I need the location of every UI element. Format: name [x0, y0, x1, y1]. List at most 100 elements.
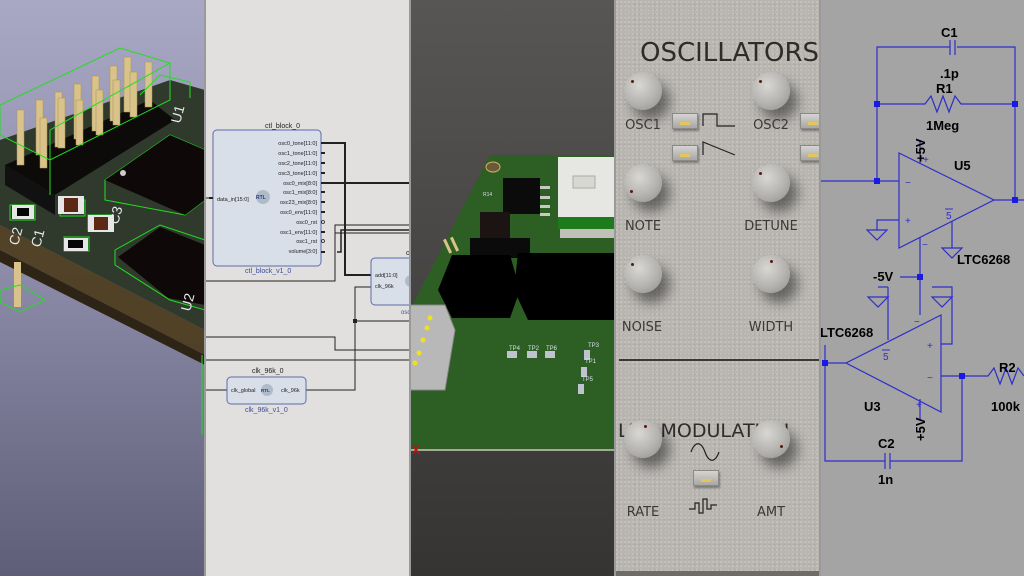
- port-volume[interactable]: volume[3:0]: [289, 249, 318, 255]
- osc-block[interactable]: o add[11:0] clk_96k osc: [370, 250, 410, 316]
- knob-label-osc1: OSC1: [625, 118, 661, 133]
- sine-wave-icon: [690, 443, 720, 461]
- port-osc2-tone[interactable]: osc2_tone[11:0]: [278, 161, 317, 167]
- oscillators-title: OSCILLATORS: [640, 38, 820, 68]
- port-clk-global[interactable]: clk_global: [231, 388, 255, 394]
- knob-osc2[interactable]: [752, 72, 790, 110]
- r1-value: 1Meg: [926, 118, 959, 133]
- relay-1: [438, 255, 520, 318]
- origin-marker: X: [412, 443, 420, 457]
- silk-u2: U2: [177, 291, 197, 313]
- svg-text:+: +: [927, 341, 933, 352]
- svg-text:5: 5: [946, 211, 952, 222]
- lfo-waveform-icons: [689, 443, 720, 514]
- clk-block-module-name: clk_96k_v1_0: [245, 407, 288, 414]
- pin-marks: − + + 5 − − + − 5 +: [883, 155, 952, 411]
- ic-chip-u1: [105, 135, 205, 215]
- u3-pos-supply-label: +5V: [913, 417, 928, 441]
- pcb-board-render: TP4 TP2 TP6 TP3 TP1 TP5 R14 X: [410, 155, 615, 457]
- board-underside: [0, 250, 205, 365]
- to92-transistor: [480, 212, 510, 238]
- synth-panel: OSCILLATORS OSC1 OSC2 NOTE DETUNE NOISE …: [615, 0, 820, 576]
- knob-noise[interactable]: [624, 255, 662, 293]
- u3-value: LTC6268: [820, 325, 873, 340]
- header-pins: [16, 56, 153, 169]
- clk-96k-block[interactable]: clk_96k_0 clk_global RTL clk_96k clk_96k…: [226, 368, 307, 414]
- port-osc23-mix[interactable]: osc23_mix[8:0]: [280, 200, 317, 206]
- port-osc1-mix[interactable]: osc1_mix[8:0]: [283, 190, 317, 196]
- knob-detune[interactable]: [752, 164, 790, 202]
- port-osc0-tone[interactable]: osc0_tone[11:0]: [278, 141, 317, 147]
- through-pin: [14, 262, 21, 307]
- mounting-hole: [485, 161, 501, 173]
- rf-module: [558, 157, 615, 238]
- neg-supply-label: -5V: [873, 269, 894, 284]
- block-design-panel: ctl_block_0 data_in[15:0] RTL osc0_tone[…: [205, 0, 410, 576]
- knob-amt[interactable]: [752, 420, 790, 458]
- pcb-3d-view-panel: C2 C1 C3 U1 U2: [0, 0, 205, 576]
- port-osc1-tone[interactable]: osc1_tone[11:0]: [278, 151, 317, 157]
- panel-divider: [819, 0, 821, 576]
- tp1-label: TP1: [585, 359, 597, 365]
- panel-divider: [614, 0, 616, 576]
- svg-text:−: −: [927, 373, 933, 384]
- ctl-block-outputs: osc0_tone[11:0] osc1_tone[11:0] osc2_ton…: [278, 141, 317, 255]
- port-add[interactable]: add[11:0]: [375, 273, 398, 279]
- port-osc0-mix[interactable]: osc0_mix[8:0]: [283, 181, 317, 187]
- osc1-saw-switch[interactable]: [672, 145, 698, 161]
- osc2-saw-switch[interactable]: [800, 145, 820, 161]
- lfo-waveform-switch[interactable]: [693, 470, 719, 486]
- silkscreen-labels: C2 C1 C3 U1 U2: [5, 103, 197, 313]
- svg-text:+: +: [905, 216, 911, 227]
- svg-text:−: −: [914, 317, 920, 328]
- smd-capacitors: [12, 196, 114, 251]
- silk-u1: U1: [167, 103, 187, 125]
- u5-ref: U5: [954, 158, 971, 173]
- schematic-panel: C1 .1p R1 1Meg U5 LTC6268 LTC6268 U3 C2 …: [820, 0, 1024, 576]
- wires: [820, 40, 1024, 469]
- ctl-block[interactable]: ctl_block_0 data_in[15:0] RTL osc0_tone[…: [209, 123, 325, 275]
- port-osc0-rst[interactable]: osc0_rst: [296, 220, 317, 226]
- knob-label-osc2: OSC2: [753, 118, 789, 133]
- saw-wave-icon: [702, 141, 736, 156]
- port-osc1-env[interactable]: osc1_env[11:0]: [280, 230, 317, 236]
- silk-c1: C1: [27, 227, 47, 249]
- pcb-3d-render: C2 C1 C3 U1 U2: [0, 47, 205, 435]
- u3-ref: U3: [864, 399, 881, 414]
- net-junction: [353, 319, 357, 323]
- c2-value: 1n: [878, 472, 893, 487]
- port-osc0-env[interactable]: osc0_env[11:0]: [280, 210, 317, 216]
- nets: [205, 142, 410, 576]
- port-osc1-rst[interactable]: osc1_rst: [296, 239, 317, 245]
- svg-text:−: −: [905, 178, 911, 189]
- knob-width[interactable]: [752, 255, 790, 293]
- section-divider: [619, 359, 820, 361]
- knob-label-amt: AMT: [756, 505, 786, 520]
- u5-value: LTC6268: [957, 252, 1010, 267]
- dip-ic: [503, 178, 550, 216]
- knob-osc1[interactable]: [624, 72, 662, 110]
- port-osc3-tone[interactable]: osc3_tone[11:0]: [278, 171, 317, 177]
- waveform-icons: [702, 113, 736, 156]
- knob-label-noise: NOISE: [621, 320, 663, 335]
- silk-c3: C3: [105, 204, 125, 226]
- tp4-label: TP4: [509, 346, 521, 352]
- panel-divider: [409, 0, 411, 576]
- osc1-square-switch[interactable]: [672, 113, 698, 129]
- rtl-badge-icon: [256, 190, 270, 204]
- svg-text:osc: osc: [401, 310, 410, 316]
- r2-ref: R2: [999, 360, 1016, 375]
- knob-label-note: NOTE: [624, 219, 662, 234]
- svg-text:−: −: [922, 240, 928, 251]
- board-edge: [0, 225, 205, 355]
- panel-divider: [204, 0, 206, 576]
- knob-rate[interactable]: [624, 420, 662, 458]
- svg-text:+: +: [916, 400, 922, 411]
- svg-text:o: o: [406, 250, 410, 257]
- port-clk-96k-out[interactable]: clk_96k: [281, 388, 300, 394]
- knob-note[interactable]: [624, 164, 662, 202]
- port-data-in[interactable]: data_in[15:0]: [217, 197, 249, 203]
- port-clk-96k-in[interactable]: clk_96k: [375, 284, 394, 290]
- osc2-square-switch[interactable]: [800, 113, 820, 129]
- relay-2: [514, 253, 615, 320]
